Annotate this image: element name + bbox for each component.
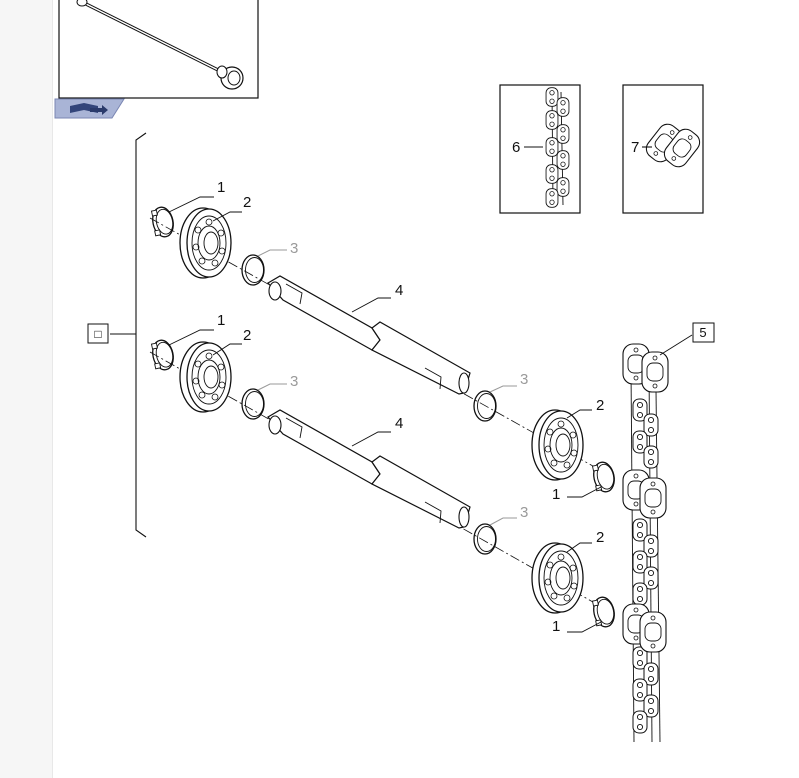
callout-4[interactable]: 4 bbox=[395, 415, 403, 432]
callout-1[interactable]: 1 bbox=[217, 312, 225, 329]
callout-3[interactable]: 3 bbox=[290, 373, 298, 390]
leader-lines bbox=[168, 196, 693, 633]
callout-3[interactable]: 3 bbox=[520, 371, 528, 388]
callout-2[interactable]: 2 bbox=[243, 327, 251, 344]
callout-2[interactable]: 2 bbox=[596, 529, 604, 546]
chain-assembly-5[interactable] bbox=[622, 343, 669, 743]
shaft-4-upper[interactable] bbox=[267, 275, 471, 395]
assembly-bracket bbox=[110, 132, 147, 538]
snap-ring-1-lower-right[interactable] bbox=[590, 594, 618, 630]
callout-6[interactable]: 6 bbox=[512, 139, 520, 156]
shaft-4-lower[interactable] bbox=[267, 409, 471, 529]
o-ring-3-lower-left[interactable] bbox=[241, 388, 265, 420]
left-margin-strip bbox=[0, 0, 53, 778]
thumbnail-frame[interactable] bbox=[58, 0, 259, 99]
bearing-2-lower-left[interactable] bbox=[179, 341, 232, 413]
group-box[interactable]: □ bbox=[87, 323, 109, 344]
callout-box-5[interactable] bbox=[692, 322, 715, 343]
o-ring-3-lower-right[interactable] bbox=[473, 523, 497, 555]
callout-1[interactable]: 1 bbox=[552, 486, 560, 503]
callout-1[interactable]: 1 bbox=[552, 618, 560, 635]
inset-box-6[interactable] bbox=[499, 84, 581, 214]
callout-7[interactable]: 7 bbox=[631, 139, 639, 156]
callout-2[interactable]: 2 bbox=[596, 397, 604, 414]
bearing-2-upper-right[interactable] bbox=[531, 409, 584, 481]
callout-1[interactable]: 1 bbox=[217, 179, 225, 196]
bearing-2-upper-left[interactable] bbox=[179, 207, 232, 279]
callout-3[interactable]: 3 bbox=[290, 240, 298, 257]
callout-5[interactable]: 5 bbox=[699, 325, 706, 340]
book-arrow-icon[interactable] bbox=[54, 98, 125, 119]
inset-box-7[interactable] bbox=[622, 84, 704, 214]
callout-4[interactable]: 4 bbox=[395, 282, 403, 299]
group-box-symbol: □ bbox=[94, 327, 101, 341]
callout-2[interactable]: 2 bbox=[243, 194, 251, 211]
bearing-2-lower-right[interactable] bbox=[531, 542, 584, 614]
snap-ring-1-upper-right[interactable] bbox=[590, 459, 618, 495]
callout-3[interactable]: 3 bbox=[520, 504, 528, 521]
o-ring-3-upper-left[interactable] bbox=[241, 254, 265, 286]
